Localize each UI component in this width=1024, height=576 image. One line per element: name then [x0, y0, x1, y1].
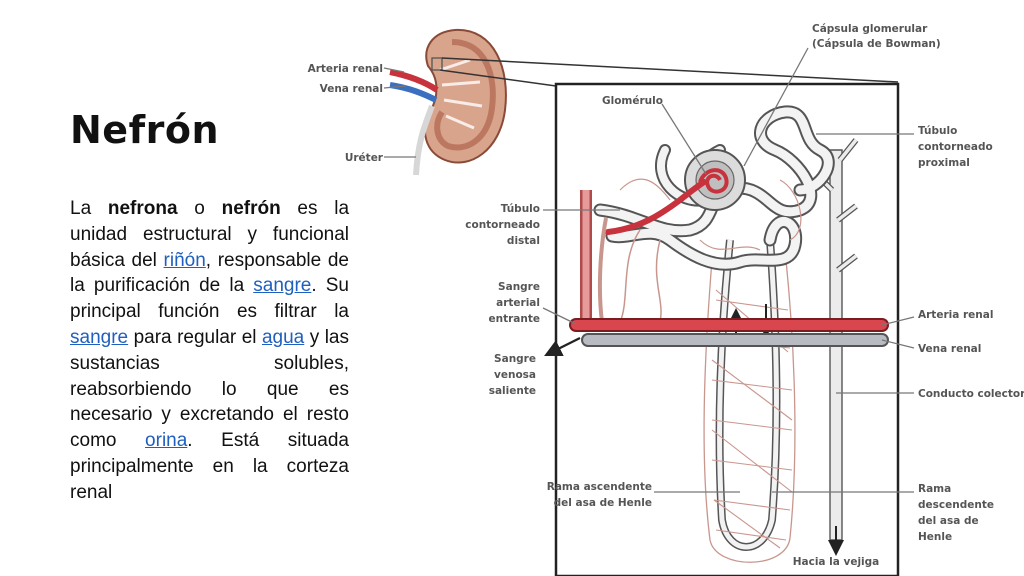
bowman-capsule [684, 149, 746, 211]
label-rama-desc-1: Rama [918, 483, 951, 495]
description-paragraph: La nefrona o nefrón es la unidad estruct… [70, 196, 349, 506]
text-segment: y las sustancias solubles, reabsorbiendo… [70, 326, 349, 452]
text-segment: . Su principal función es filtrar la [70, 275, 349, 323]
label-tubulo-dist-1: Túbulo [501, 203, 540, 215]
glomerulus [605, 168, 729, 235]
venous-outflow-arrow [544, 337, 581, 356]
label-tubulo-dist-3: distal [507, 235, 540, 247]
label-capsula-2: (Cápsula de Bowman) [812, 38, 941, 50]
label-rama-desc-2: descendente [918, 499, 994, 511]
text-segment: es la unidad estructural y funcional bás… [70, 198, 350, 271]
kidney-illustration [389, 28, 507, 176]
label-arteria-renal-top: Arteria renal [308, 63, 383, 75]
left-vessels [580, 190, 662, 323]
term-nefron: nefrón [221, 198, 281, 219]
text-segment: . Está situada principalmente en la cort… [70, 430, 350, 503]
label-sangre-ven-2: venosa [494, 369, 536, 381]
label-ureter: Uréter [345, 152, 384, 164]
label-sangre-art-3: entrante [489, 313, 541, 325]
label-glomerulo: Glomérulo [602, 95, 663, 107]
label-rama-desc-4: Henle [918, 531, 952, 543]
label-tubulo-prox-2: contorneado [918, 141, 993, 153]
link-sangre-1[interactable]: sangre [253, 275, 312, 297]
label-vena-renal: Vena renal [918, 343, 981, 355]
text-segment: o [177, 198, 222, 219]
text-segment: para regular el [128, 326, 262, 348]
loop-of-henle [703, 239, 796, 563]
link-agua[interactable]: agua [261, 326, 305, 348]
label-sangre-ven-1: Sangre [494, 353, 536, 365]
link-sangre-2[interactable]: sangre [70, 326, 129, 348]
renal-artery-small [389, 69, 439, 93]
zoom-box [431, 57, 443, 71]
label-sangre-ven-3: saliente [489, 385, 536, 397]
label-rama-asc-2: del asa de Henle [554, 497, 652, 509]
link-rinon[interactable]: riñón [163, 249, 206, 271]
label-sangre-art-1: Sangre [498, 281, 540, 293]
ureter-tube [413, 104, 435, 176]
projection-line [439, 69, 557, 87]
label-arteria-renal: Arteria renal [918, 309, 993, 321]
page-title: Nefrón [70, 108, 220, 152]
text-segment: , responsable de la purificación de la [70, 249, 349, 297]
label-tubulo-prox-1: Túbulo [918, 125, 957, 137]
label-tubulo-prox-3: proximal [918, 157, 970, 169]
label-rama-asc-1: Rama ascendente [547, 481, 652, 493]
afferent-arteriole [605, 179, 707, 235]
projection-line [441, 57, 899, 83]
label-capsula-1: Cápsula glomerular [812, 23, 928, 35]
label-sangre-art-2: arterial [496, 297, 540, 309]
text-segment: La [70, 198, 108, 219]
convoluted-tubules [593, 105, 835, 271]
label-tubulo-dist-2: contorneado [465, 219, 540, 231]
label-conducto-colector: Conducto colector [918, 388, 1024, 400]
link-orina[interactable]: orina [145, 430, 188, 452]
pointer-lines [383, 47, 915, 493]
detail-frame [554, 82, 900, 576]
renal-vein-small [389, 82, 438, 103]
label-rama-desc-3: del asa de [918, 515, 979, 527]
label-hacia-vejiga: Hacia la vejiga [793, 556, 880, 568]
label-vena-renal-top: Vena renal [320, 83, 383, 95]
term-nefrona: nefrona [107, 198, 178, 219]
